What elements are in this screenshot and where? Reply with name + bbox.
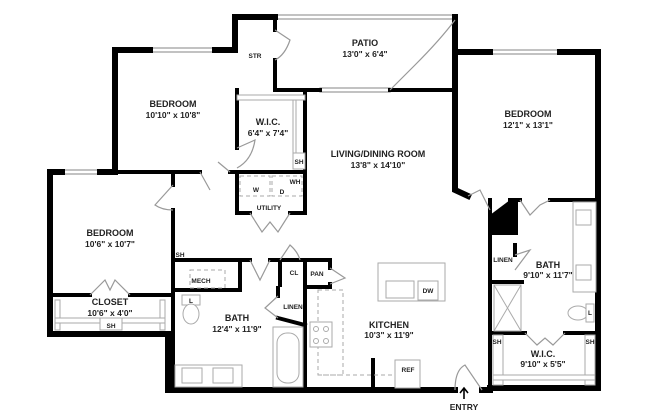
bedroom-right-name: BEDROOM [505, 109, 552, 119]
linen-label: LINEN [283, 304, 303, 311]
closet-name: CLOSET [92, 297, 129, 307]
patio-dims: 13'0" x 6'4" [342, 49, 387, 59]
kitchen-dims: 10'3" x 11'9" [364, 330, 413, 340]
mech-label: MECH [191, 278, 210, 285]
wic-right-name: W.I.C. [531, 349, 556, 359]
wic-upper-dims: 6'4" x 7'4" [248, 128, 288, 138]
bedroom-upper-name: BEDROOM [150, 99, 197, 109]
fixtures [54, 94, 597, 389]
bath-right-dims: 9'10" x 11'7" [523, 270, 572, 280]
exterior-walls [47, 14, 601, 393]
closet-dims: 10'6" x 4'0" [87, 308, 132, 318]
room-labels: PATIO 13'0" x 6'4" BEDROOM 10'10" x 10'8… [85, 38, 573, 369]
interior-walls [48, 15, 600, 392]
entry-label: ENTRY [450, 402, 479, 412]
bedroom-upper-dims: 10'10" x 10'8" [146, 110, 201, 120]
bath-left-name: BATH [225, 313, 249, 323]
utility-label: UTILITY [257, 205, 282, 212]
dryer-label: D [280, 189, 285, 196]
linen-label: LINEN [493, 257, 513, 264]
bath-left-dims: 12'4" x 11'9" [212, 324, 261, 334]
bath-right-name: BATH [536, 260, 560, 270]
doors [89, 19, 566, 391]
dw-label: DW [423, 288, 435, 295]
entry-marker: ENTRY [450, 386, 479, 412]
living-name: LIVING/DINING ROOM [331, 149, 426, 159]
windows [61, 14, 561, 175]
fixture-labels: STR SH W D WH UTILITY SH MECH SH L CL PA… [106, 53, 594, 374]
patio-name: PATIO [352, 38, 378, 48]
wic-upper-name: W.I.C. [256, 117, 281, 127]
pan-label: PAN [310, 271, 324, 278]
wic-right-dims: 9'10" x 5'5" [520, 359, 565, 369]
water-heater-label: WH [290, 179, 301, 186]
bedroom-left-dims: 10'6" x 10'7" [85, 239, 135, 249]
bedroom-left-name: BEDROOM [87, 228, 134, 238]
ref-label: REF [402, 367, 415, 374]
living-dims: 13'8" x 14'10" [351, 160, 406, 170]
sh-label: SH [106, 323, 115, 330]
sh-label: SH [175, 252, 184, 259]
lav-label: L [189, 298, 193, 305]
bedroom-right-dims: 12'1" x 13'1" [503, 120, 553, 130]
kitchen-name: KITCHEN [369, 320, 409, 330]
str-label: STR [249, 53, 262, 60]
washer-label: W [253, 187, 260, 194]
sh-label: SH [492, 339, 501, 346]
sh-label: SH [294, 159, 303, 166]
sh-label: SH [585, 339, 594, 346]
lav-label: L [588, 310, 592, 317]
arrow-up-icon [459, 386, 469, 399]
cl-label: CL [290, 270, 299, 277]
